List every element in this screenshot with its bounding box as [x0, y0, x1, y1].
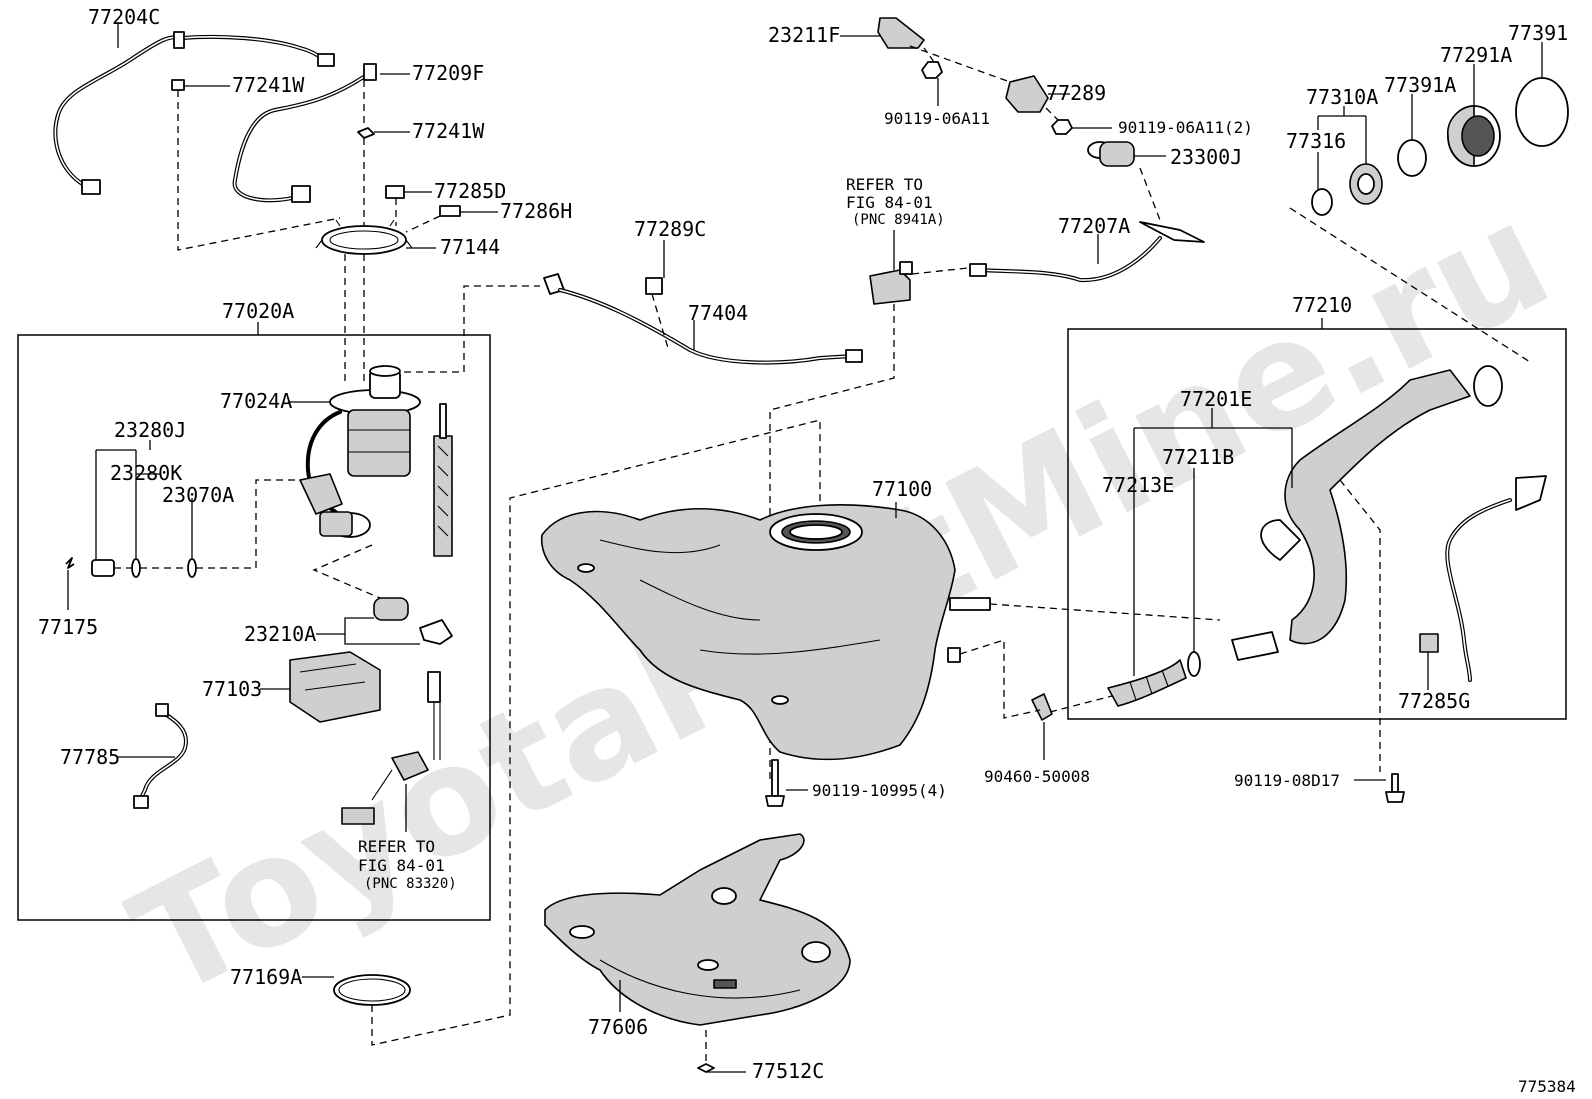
label-77241w-b[interactable]: 77241W — [412, 119, 485, 143]
label-23280k[interactable]: 23280K — [110, 461, 182, 485]
label-77100[interactable]: 77100 — [872, 477, 932, 501]
sender-gauge-strip[interactable] — [433, 403, 453, 557]
label-23280j[interactable]: 23280J — [114, 418, 186, 442]
bolt-90119-06a11[interactable] — [921, 61, 943, 79]
label-90119-08d17[interactable]: 90119-08D17 — [1234, 771, 1340, 790]
label-77289c[interactable]: 77289C — [634, 217, 706, 241]
breather-tube-77285g-assy[interactable] — [1445, 475, 1547, 682]
label-77211b[interactable]: 77211B — [1162, 445, 1234, 469]
fuel-sender-gauge[interactable] — [341, 671, 441, 825]
label-77209f[interactable]: 77209F — [412, 61, 484, 85]
label-23210a[interactable]: 23210A — [244, 622, 316, 646]
harness-77785[interactable] — [133, 703, 188, 809]
clamp-77211b[interactable] — [1187, 651, 1201, 677]
label-77241w[interactable]: 77241W — [232, 73, 305, 97]
label-77169a[interactable]: 77169A — [230, 965, 302, 989]
leaders-top-left — [117, 24, 498, 385]
label-77785[interactable]: 77785 — [60, 745, 120, 769]
refer-note-evap-line1: REFER TO — [846, 175, 923, 194]
label-77286h[interactable]: 77286H — [500, 199, 572, 223]
clip-77241w[interactable] — [171, 79, 185, 91]
seal-77391a[interactable] — [1397, 139, 1427, 177]
filter-assy[interactable] — [65, 557, 197, 578]
hose-77213e[interactable] — [1107, 659, 1187, 707]
fuel-tank-77100[interactable] — [540, 504, 991, 761]
label-77213e[interactable]: 77213E — [1102, 473, 1174, 497]
refer-note-sender-line3: (PNC 83320) — [364, 876, 457, 892]
bracket-77285d[interactable] — [385, 185, 405, 199]
bolt-90119-06a11-2[interactable] — [1051, 119, 1073, 135]
diagram-id: 775384 — [1518, 1077, 1576, 1096]
label-77207a[interactable]: 77207A — [1058, 214, 1130, 238]
bolt-90119-08d17[interactable] — [1385, 773, 1405, 803]
label-23211f[interactable]: 23211F — [768, 23, 840, 47]
label-77606[interactable]: 77606 — [588, 1015, 648, 1039]
leaders-tank — [619, 502, 1221, 1073]
label-77103[interactable]: 77103 — [202, 677, 262, 701]
bolt-90119-10995[interactable] — [765, 759, 785, 807]
clip-77286h[interactable] — [439, 205, 461, 217]
label-90460-50008[interactable]: 90460-50008 — [984, 767, 1090, 786]
label-77391a[interactable]: 77391A — [1384, 73, 1456, 97]
refer-note-evap-line3: (PNC 8941A) — [852, 212, 945, 228]
leaders-pump — [67, 285, 821, 1046]
refer-note-evap-line2: FIG 84-01 — [846, 193, 933, 212]
leaders-filler — [1133, 42, 1543, 781]
pipe-77207a[interactable] — [969, 221, 1205, 283]
label-77024a[interactable]: 77024A — [220, 389, 292, 413]
bracket-23211f[interactable] — [877, 17, 925, 49]
label-23300j[interactable]: 23300J — [1170, 145, 1242, 169]
label-77204c[interactable]: 77204C — [88, 5, 160, 29]
label-77210[interactable]: 77210 — [1292, 293, 1352, 317]
gasket-77316[interactable] — [1311, 188, 1333, 216]
clamp-90460-50008[interactable] — [1031, 693, 1053, 721]
pump-23210a[interactable] — [373, 597, 453, 645]
label-90119-06a11[interactable]: 90119-06A11 — [884, 109, 990, 128]
label-77391[interactable]: 77391 — [1508, 21, 1568, 45]
label-77020a[interactable]: 77020A — [222, 299, 294, 323]
clip-77289c[interactable] — [645, 277, 663, 295]
label-77285g[interactable]: 77285G — [1398, 689, 1470, 713]
label-77289[interactable]: 77289 — [1046, 81, 1106, 105]
bracket-77103[interactable] — [289, 651, 381, 723]
clip-77241w-b[interactable] — [357, 127, 375, 139]
filter-23300j[interactable] — [1087, 141, 1135, 167]
harness-77209f[interactable] — [232, 63, 377, 203]
label-77316[interactable]: 77316 — [1286, 129, 1346, 153]
cap-77310a[interactable] — [1349, 163, 1383, 205]
label-77144[interactable]: 77144 — [440, 235, 500, 259]
label-23070a[interactable]: 23070A — [162, 483, 234, 507]
protector-77606[interactable] — [544, 833, 851, 1026]
refer-note-sender-line1: REFER TO — [358, 837, 435, 856]
clip-77512c[interactable] — [697, 1063, 715, 1073]
fuel-pump-77024a[interactable] — [299, 365, 421, 538]
label-77512c[interactable]: 77512C — [752, 1059, 824, 1083]
clamp-77285g[interactable] — [1419, 633, 1439, 653]
label-90119-06a11-2[interactable]: 90119-06A11(2) — [1118, 118, 1253, 137]
filler-pipe-assembly-box — [1067, 328, 1567, 720]
hose-77404[interactable] — [543, 273, 863, 365]
label-77291a[interactable]: 77291A — [1440, 43, 1512, 67]
harness-77204c[interactable] — [53, 31, 335, 195]
label-77201e[interactable]: 77201E — [1180, 387, 1252, 411]
label-77310a[interactable]: 77310A — [1306, 85, 1378, 109]
cap-77291a[interactable] — [1447, 105, 1501, 167]
bracket-77289[interactable] — [1005, 75, 1049, 113]
part-labels: 77204C 77241W 77209F 77241W 77285D 77286… — [38, 5, 1576, 1096]
label-77285d[interactable]: 77285D — [434, 179, 506, 203]
label-77404[interactable]: 77404 — [688, 301, 748, 325]
label-77175[interactable]: 77175 — [38, 615, 98, 639]
ring-77391[interactable] — [1515, 77, 1569, 147]
evap-valve[interactable] — [869, 261, 913, 305]
gasket-77169a[interactable] — [333, 974, 411, 1006]
filler-pipe-77201e[interactable] — [1231, 365, 1503, 661]
fuel-pump-assembly-box — [17, 334, 491, 921]
refer-note-sender-line2: FIG 84-01 — [358, 856, 445, 875]
label-90119-10995[interactable]: 90119-10995(4) — [812, 781, 947, 800]
